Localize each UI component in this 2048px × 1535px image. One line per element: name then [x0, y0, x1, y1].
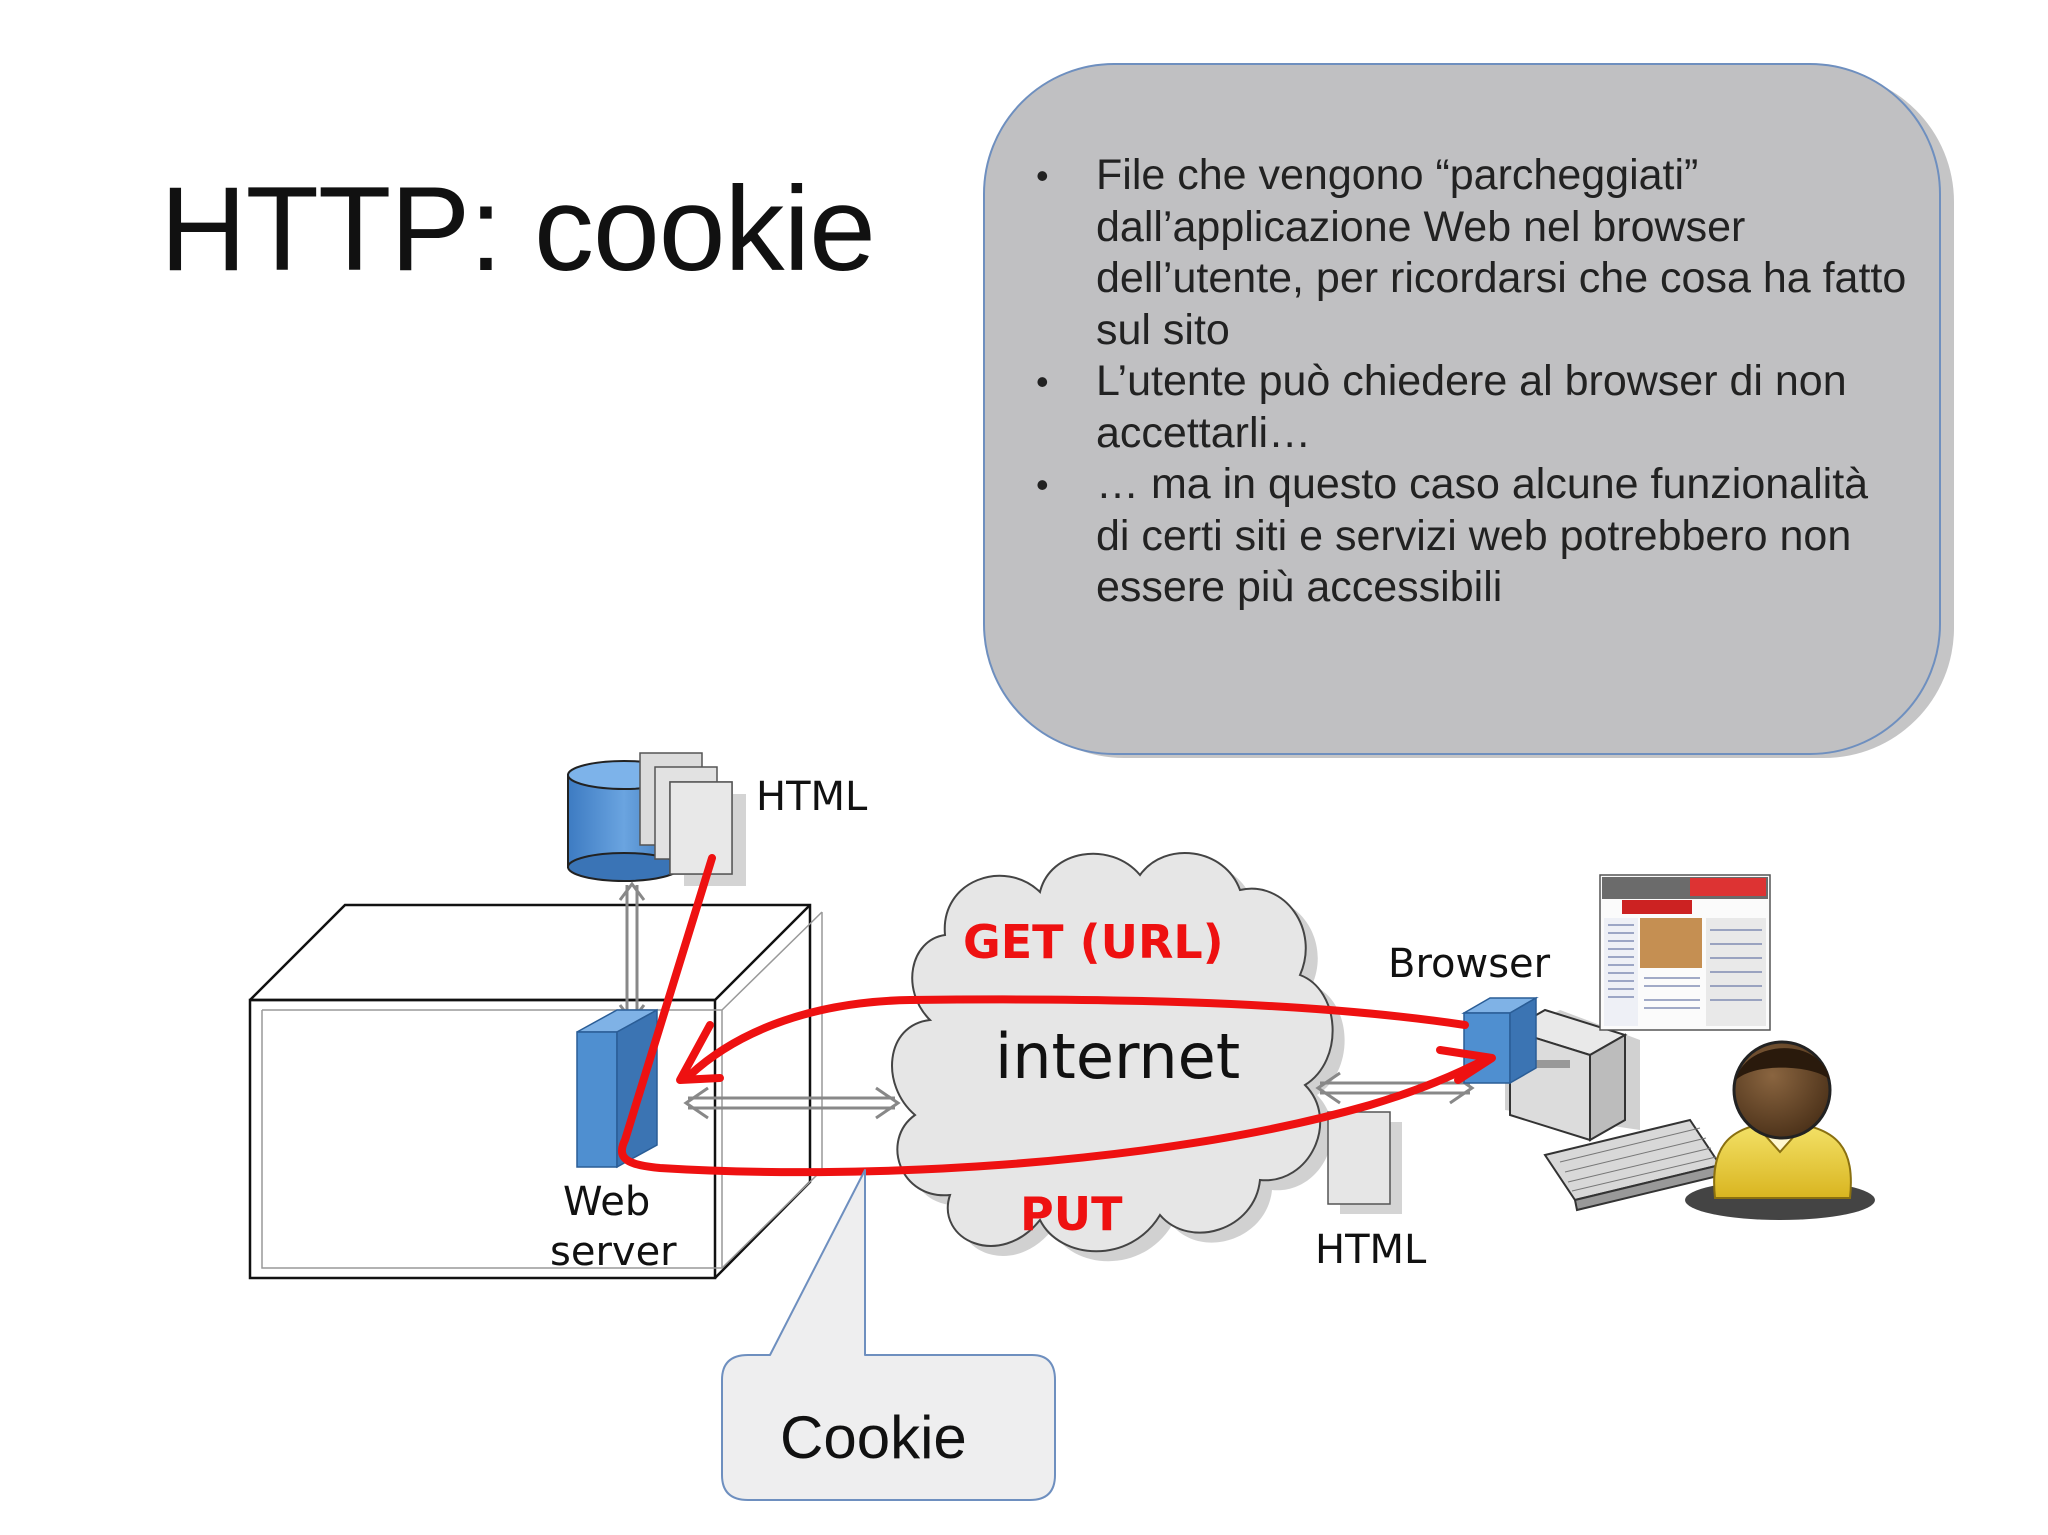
bullet-dot: •: [1036, 464, 1049, 505]
bullet-text: … ma in questo caso alcune funzionalità …: [1096, 460, 1869, 611]
bullet-dot: •: [1036, 361, 1049, 402]
cookie-label: Cookie: [780, 1404, 967, 1471]
bullet-text: L’utente può chiedere al browser di non …: [1096, 357, 1847, 457]
cookie-callout: [721, 1169, 1056, 1501]
get-url-label: GET (URL): [963, 915, 1224, 969]
user-avatar-icon: [1685, 1040, 1875, 1220]
bullet-text: File che vengono “parcheggiati” dall’app…: [1096, 151, 1907, 354]
server-room-box: [248, 903, 823, 1280]
put-label: PUT: [1020, 1187, 1123, 1241]
http-request-response-arrows: [617, 854, 1496, 1177]
server-internet-link: [683, 1086, 901, 1120]
webserver-label-line1: Web: [563, 1179, 650, 1225]
webserver-label-line2: server: [550, 1229, 677, 1275]
bullet-item: • File che vengono “parcheggiati” dall’ap…: [1030, 150, 1910, 356]
browser-label: Browser: [1388, 941, 1551, 987]
bullet-item: • … ma in questo caso alcune funzionalità…: [1030, 459, 1910, 614]
slide-title: HTTP: cookie: [160, 162, 876, 296]
bullet-dot: •: [1036, 155, 1049, 196]
html-top-label: HTML: [756, 774, 868, 820]
html-document-icon: [1327, 1111, 1402, 1214]
bullet-list: • File che vengono “parcheggiati” dall’ap…: [1030, 150, 1910, 614]
html-documents-icon: [639, 752, 746, 886]
bullet-item: • L’utente può chiedere al browser di non…: [1030, 356, 1910, 459]
webpage-screenshot-icon: [1599, 874, 1771, 1031]
html-bottom-label: HTML: [1315, 1227, 1427, 1273]
internet-label: internet: [995, 1020, 1240, 1093]
info-callout: [983, 63, 1954, 758]
computer-icon: [1505, 1008, 1724, 1212]
